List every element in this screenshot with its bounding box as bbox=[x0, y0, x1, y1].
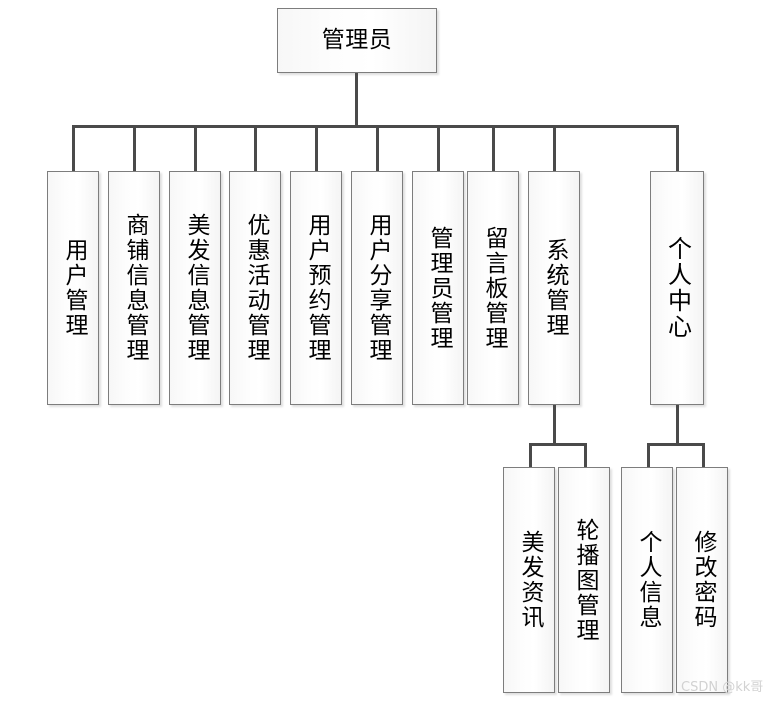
connector-drop-personal-info bbox=[647, 443, 650, 468]
node-personal-center-label: 个人中心 bbox=[663, 236, 692, 340]
connector-drop-change-password bbox=[702, 443, 705, 468]
node-user-management-label: 用户管理 bbox=[60, 238, 87, 338]
watermark-text: CSDN @kk哥 bbox=[681, 680, 764, 695]
connector-stem-system-management bbox=[553, 405, 556, 445]
connector-drop-personal-center bbox=[676, 125, 679, 171]
connector-bus-personal-center bbox=[647, 443, 705, 446]
node-system-management[interactable]: 系统管理 bbox=[528, 171, 580, 405]
node-message-board-management[interactable]: 留言板管理 bbox=[467, 171, 519, 405]
connector-drop-user-management bbox=[72, 125, 75, 171]
connector-drop-hair-info-management bbox=[194, 125, 197, 171]
connector-drop-user-appointment-management bbox=[315, 125, 318, 171]
node-personal-center[interactable]: 个人中心 bbox=[650, 171, 704, 405]
node-message-board-management-label: 留言板管理 bbox=[480, 225, 507, 351]
node-user-management[interactable]: 用户管理 bbox=[47, 171, 99, 405]
node-hair-news[interactable]: 美发资讯 bbox=[503, 467, 555, 693]
node-hair-info-management-label: 美发信息管理 bbox=[182, 213, 209, 363]
node-administrator-management[interactable]: 管理员管理 bbox=[412, 171, 464, 405]
node-carousel-management-label: 轮播图管理 bbox=[571, 517, 598, 643]
connector-drop-administrator-management bbox=[437, 125, 440, 171]
node-system-management-label: 系统管理 bbox=[541, 238, 568, 338]
connector-drop-system-management bbox=[553, 125, 556, 171]
node-hair-news-label: 美发资讯 bbox=[516, 530, 543, 630]
connector-drop-hair-news bbox=[529, 443, 532, 468]
connector-stem-personal-center bbox=[676, 405, 679, 445]
node-user-appointment-management[interactable]: 用户预约管理 bbox=[290, 171, 342, 405]
connector-drop-shop-info-management bbox=[133, 125, 136, 171]
node-user-share-management-label: 用户分享管理 bbox=[364, 213, 391, 363]
connector-drop-carousel-management bbox=[584, 443, 587, 468]
node-shop-info-management-label: 商铺信息管理 bbox=[121, 213, 148, 363]
node-personal-info-label: 个人信息 bbox=[634, 530, 661, 630]
node-carousel-management[interactable]: 轮播图管理 bbox=[558, 467, 610, 693]
node-promotion-activity-management-label: 优惠活动管理 bbox=[242, 213, 269, 363]
node-change-password-label: 修改密码 bbox=[689, 530, 716, 630]
node-hair-info-management[interactable]: 美发信息管理 bbox=[169, 171, 221, 405]
node-personal-info[interactable]: 个人信息 bbox=[621, 467, 673, 693]
connector-root-stem bbox=[355, 73, 358, 127]
node-user-appointment-management-label: 用户预约管理 bbox=[303, 213, 330, 363]
node-user-share-management[interactable]: 用户分享管理 bbox=[351, 171, 403, 405]
connector-drop-message-board-management bbox=[492, 125, 495, 171]
connector-level2-bus bbox=[72, 125, 679, 128]
node-promotion-activity-management[interactable]: 优惠活动管理 bbox=[229, 171, 281, 405]
node-administrator-management-label: 管理员管理 bbox=[425, 225, 452, 351]
node-admin-label: 管理员 bbox=[321, 26, 393, 53]
node-shop-info-management[interactable]: 商铺信息管理 bbox=[108, 171, 160, 405]
connector-drop-promotion-activity-management bbox=[254, 125, 257, 171]
node-change-password[interactable]: 修改密码 bbox=[676, 467, 728, 693]
node-admin[interactable]: 管理员 bbox=[277, 8, 437, 73]
connector-drop-user-share-management bbox=[376, 125, 379, 171]
connector-bus-system-management bbox=[529, 443, 587, 446]
